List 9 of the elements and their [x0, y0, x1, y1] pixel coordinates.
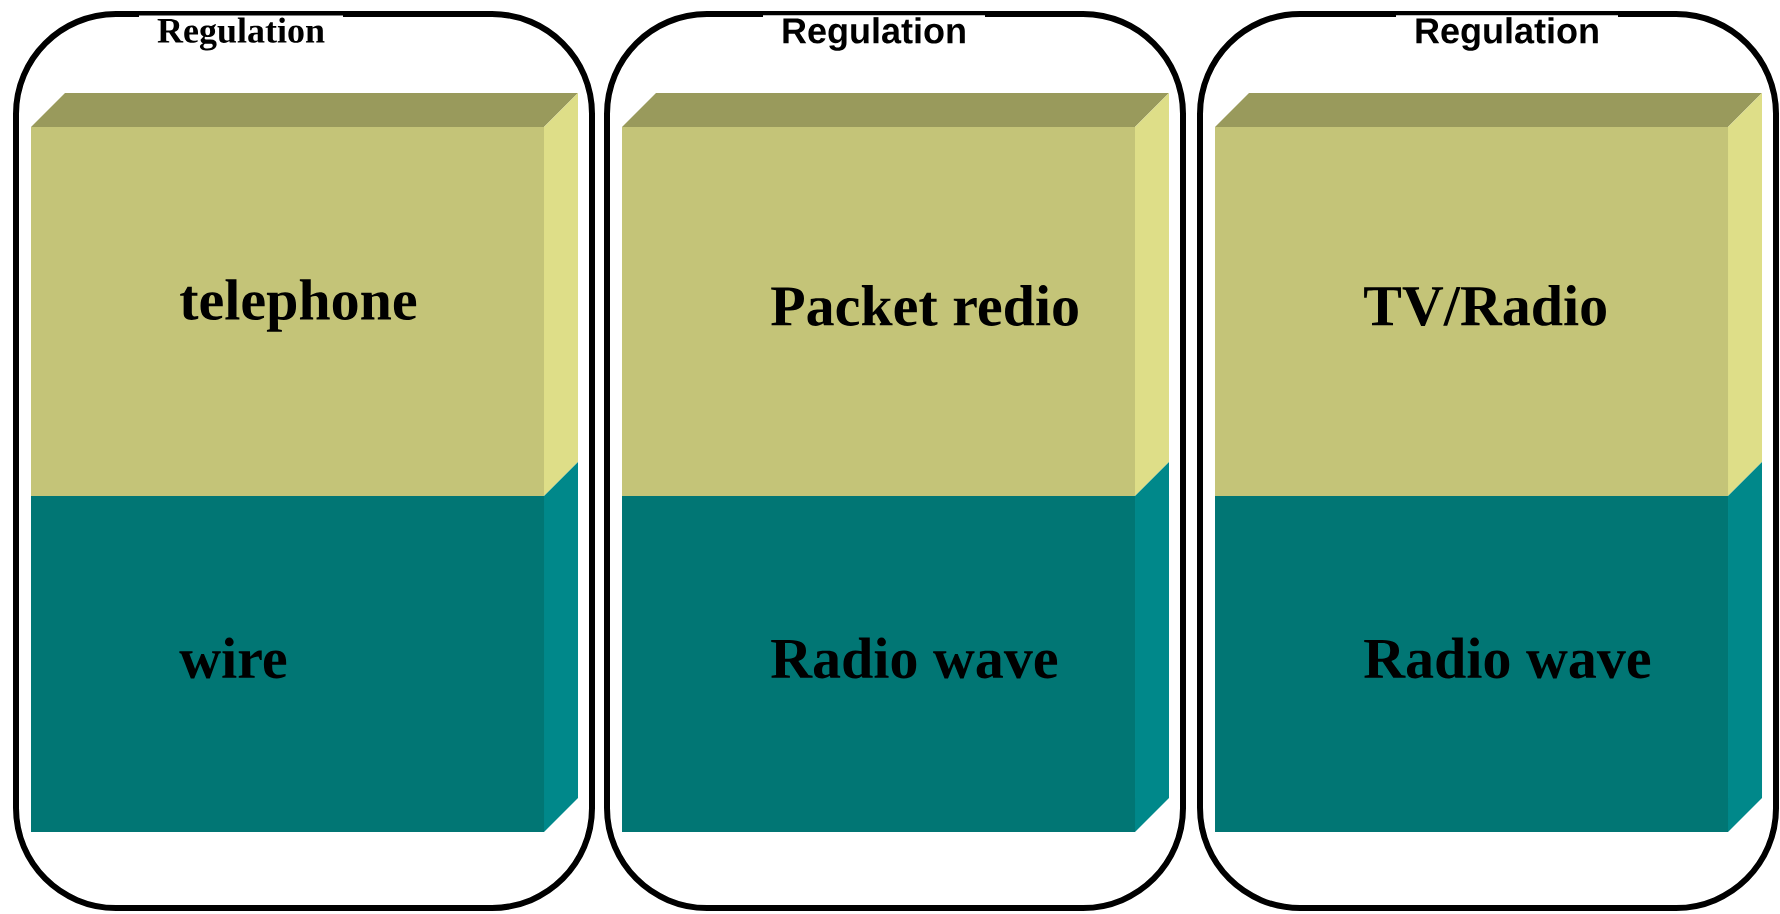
layer-block: TV/Radio	[1215, 93, 1762, 496]
layer-block: Radio wave	[622, 462, 1169, 832]
layer-block: wire	[31, 462, 578, 832]
layer-block: Radio wave	[1215, 462, 1762, 832]
panel-heading: Regulation	[1396, 15, 1618, 53]
panel-heading: Regulation	[139, 15, 343, 53]
layer-block: telephone	[31, 93, 578, 496]
layer-block: Packet redio	[622, 93, 1169, 496]
panel-heading: Regulation	[763, 15, 985, 53]
